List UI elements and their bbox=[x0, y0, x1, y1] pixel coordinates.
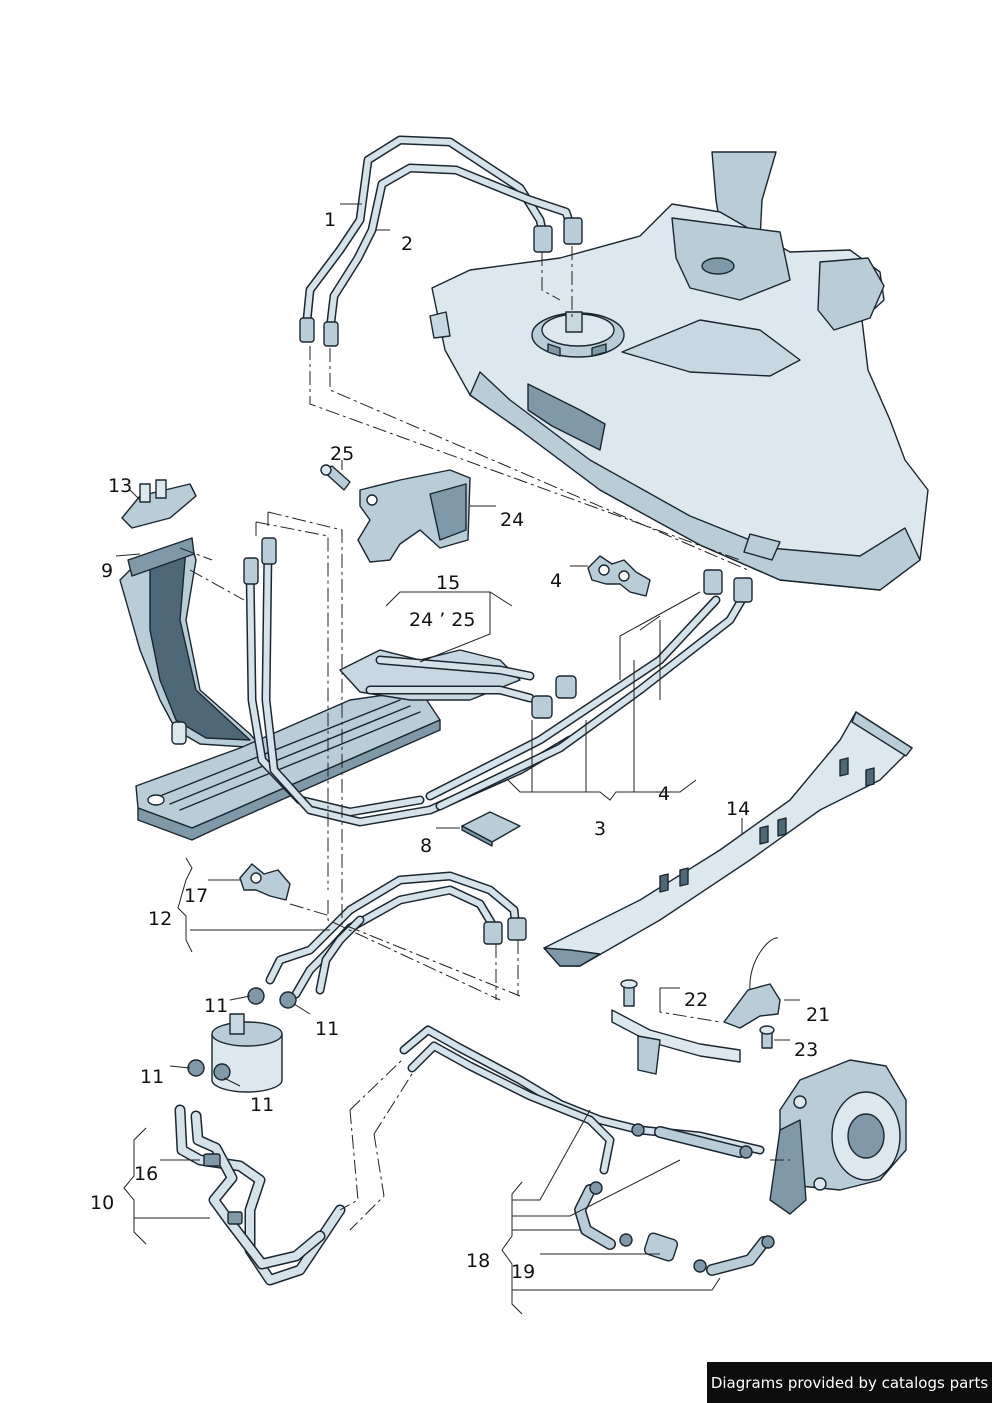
label-11-d: 11 bbox=[250, 1094, 274, 1116]
bolt-22 bbox=[620, 979, 638, 1007]
bolt-25 bbox=[320, 464, 351, 491]
clip-4 bbox=[587, 555, 651, 597]
label-4-bottom: 4 bbox=[658, 783, 670, 805]
label-13: 13 bbox=[108, 475, 132, 497]
label-25: 25 bbox=[330, 443, 354, 465]
label-15: 15 bbox=[436, 572, 460, 594]
fitting-13 bbox=[121, 479, 197, 529]
part-labels: 1 2 25 13 24 9 15 24 ’ 25 4 4 3 8 14 17 … bbox=[90, 209, 830, 1283]
pad-8 bbox=[461, 811, 521, 847]
label-18: 18 bbox=[466, 1250, 490, 1272]
label-3: 3 bbox=[594, 818, 606, 840]
label-23: 23 bbox=[794, 1039, 818, 1061]
cooler-lines bbox=[243, 537, 753, 827]
label-15-sub: 24 ’ 25 bbox=[409, 609, 475, 631]
label-1: 1 bbox=[324, 209, 336, 231]
bracket-21 bbox=[723, 937, 781, 1029]
label-11-b: 11 bbox=[315, 1018, 339, 1040]
injection-pump bbox=[769, 1059, 907, 1215]
label-19: 19 bbox=[511, 1261, 535, 1283]
label-24: 24 bbox=[500, 509, 524, 531]
label-22: 22 bbox=[684, 989, 708, 1011]
return-hose-assembly-18 bbox=[399, 1025, 775, 1276]
mounting-rail bbox=[611, 1009, 741, 1075]
fuel-cooler-assembly bbox=[135, 649, 535, 841]
label-10: 10 bbox=[90, 1192, 114, 1214]
underbody-panel-14 bbox=[543, 711, 913, 967]
bracket-24 bbox=[357, 469, 471, 563]
label-8: 8 bbox=[420, 835, 432, 857]
dashed-assembly-lines bbox=[179, 246, 790, 1231]
fuel-lines-1-2 bbox=[299, 135, 583, 347]
label-14: 14 bbox=[726, 798, 750, 820]
hose-assembly-10 bbox=[174, 1104, 346, 1286]
label-17: 17 bbox=[184, 885, 208, 907]
label-9: 9 bbox=[101, 560, 113, 582]
label-2: 2 bbox=[401, 233, 413, 255]
credit-footer: Diagrams provided by catalogs parts bbox=[707, 1362, 992, 1403]
heat-shield-9 bbox=[119, 537, 263, 749]
fuel-line-assembly-12 bbox=[265, 871, 527, 999]
label-11-c: 11 bbox=[140, 1066, 164, 1088]
bolt-23 bbox=[759, 1025, 775, 1049]
leader-lines bbox=[115, 203, 800, 1315]
label-11-a: 11 bbox=[204, 995, 228, 1017]
clip-17 bbox=[239, 863, 291, 901]
label-21: 21 bbox=[806, 1004, 830, 1026]
label-4-top: 4 bbox=[550, 570, 562, 592]
fuel-tank bbox=[429, 151, 929, 591]
label-16: 16 bbox=[134, 1163, 158, 1185]
label-12: 12 bbox=[148, 908, 172, 930]
fuel-filter bbox=[211, 1013, 283, 1093]
